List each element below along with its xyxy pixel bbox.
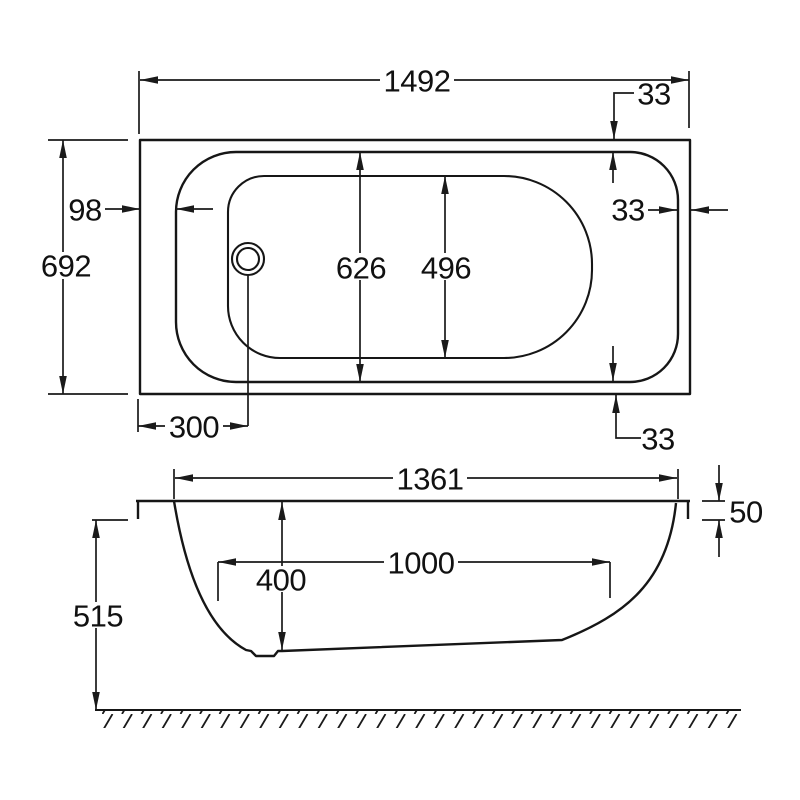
dim-label-rim-left: 98 — [68, 193, 102, 228]
svg-text:1492: 1492 — [384, 64, 451, 99]
dim-rim-bottom-leader — [612, 395, 641, 439]
svg-text:33: 33 — [611, 193, 644, 228]
dim-label-rim-bottom: 33 — [641, 422, 675, 457]
tub-basin-edge — [226, 174, 594, 360]
svg-text:33: 33 — [637, 77, 670, 112]
svg-text:300: 300 — [169, 410, 219, 445]
dimension-labels: 1492 33 98 33 692 626 496 300 33 1361 50 — [37, 64, 763, 634]
svg-text:1000: 1000 — [388, 546, 455, 581]
dim-rim-top-leader — [610, 92, 634, 139]
svg-text:692: 692 — [41, 249, 91, 284]
svg-text:496: 496 — [421, 251, 471, 286]
dim-label-basin-width: 496 — [417, 251, 475, 286]
dim-label-inner-length-top: 1361 — [393, 462, 467, 497]
svg-text:515: 515 — [73, 599, 123, 634]
dim-label-base-length: 1000 — [384, 546, 458, 581]
svg-text:98: 98 — [68, 193, 101, 228]
svg-text:50: 50 — [729, 495, 763, 530]
ground-hatching — [102, 711, 738, 728]
dim-label-rim-right: 33 — [611, 193, 645, 228]
dim-label-overall-height: 515 — [69, 599, 127, 634]
svg-text:33: 33 — [641, 422, 674, 457]
dim-label-inner-rim-width: 626 — [332, 251, 390, 286]
tub-rim-inner-edge — [174, 150, 680, 384]
svg-text:400: 400 — [256, 563, 306, 598]
dim-label-rim-top: 33 — [637, 77, 671, 112]
tub-outer-edge — [138, 138, 692, 396]
dim-label-rim-height: 50 — [729, 495, 763, 530]
svg-text:626: 626 — [336, 251, 386, 286]
svg-text:1361: 1361 — [397, 462, 464, 497]
drain-icon-inner — [235, 246, 261, 272]
dim-label-inner-depth: 400 — [252, 563, 310, 598]
side-basin-profile — [172, 500, 678, 658]
side-view — [92, 465, 741, 728]
dim-label-overall-length: 1492 — [380, 64, 454, 99]
dim-label-drain-offset: 300 — [165, 410, 223, 445]
dim-label-overall-width: 692 — [37, 249, 95, 284]
